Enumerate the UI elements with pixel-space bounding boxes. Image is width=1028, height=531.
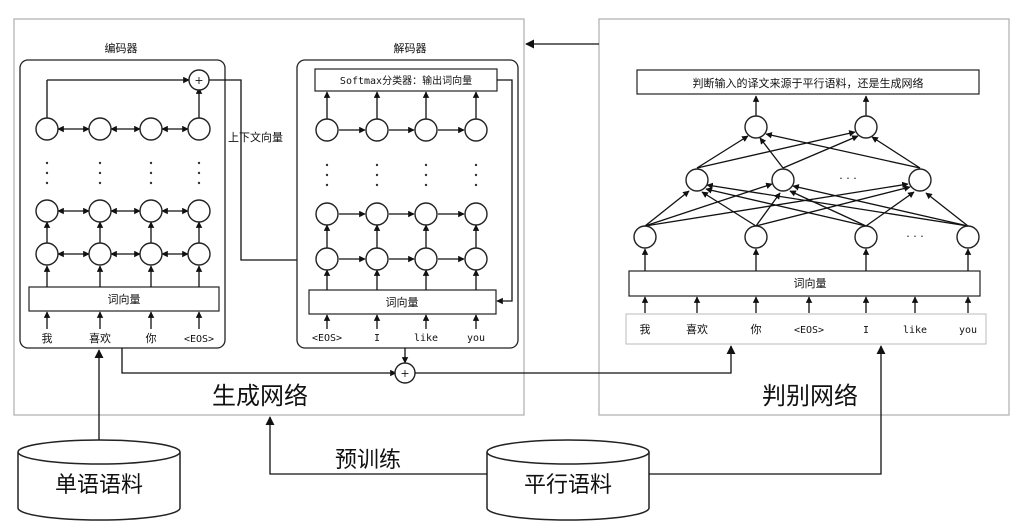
decoder-node — [414, 118, 438, 142]
encoder-inputs: 我 喜欢 你 <EOS> — [42, 331, 215, 345]
softmax-label: Softmax分类器：输出词向量 — [340, 74, 472, 87]
encoder-node — [187, 117, 211, 141]
mono-corpus-database: 单语语料 — [17, 439, 181, 521]
discriminator-embedding-bar — [628, 270, 981, 297]
decoder-vertical-ellipsis — [325, 163, 478, 187]
decoder-title: 解码器 — [394, 41, 427, 55]
encoder-node — [139, 242, 163, 266]
parallel-corpus-database: 平行语料 — [486, 439, 650, 521]
encoder-title: 编码器 — [105, 41, 138, 55]
encoder-node — [35, 242, 59, 266]
encoder-node — [35, 117, 59, 141]
mono-corpus-label: 单语语料 — [55, 473, 143, 498]
discriminator-node — [633, 225, 657, 249]
encoder-embedding-bar — [28, 286, 220, 312]
encoder-node — [88, 199, 112, 223]
encoder-vertical-ellipsis — [45, 161, 201, 185]
discriminator-node — [771, 168, 795, 192]
encoder-input: <EOS> — [184, 334, 214, 345]
decoder-node — [365, 247, 389, 271]
context-vector-label: 上下文向量 — [228, 130, 283, 144]
decoder-node — [464, 202, 488, 226]
generator-to-discriminator-arrow — [415, 345, 736, 374]
decoder-node — [464, 247, 488, 271]
discriminator-ellipsis: · · · — [906, 230, 923, 243]
discriminator-input: 喜欢 — [686, 322, 708, 336]
encoder-node — [88, 117, 112, 141]
decoder-input: you — [467, 333, 485, 344]
encoder-embedding-label: 词向量 — [108, 292, 141, 306]
context-vector-arrow — [209, 79, 311, 265]
discriminator-input-strip — [625, 313, 987, 345]
parallel-corpus-label: 平行语料 — [524, 473, 612, 498]
decoder-node — [315, 247, 339, 271]
discriminator-input: I — [863, 325, 869, 336]
discriminator-node — [685, 168, 709, 192]
discriminator-node — [908, 168, 932, 192]
encoder-node — [88, 242, 112, 266]
generator-title: 生成网络 — [212, 382, 308, 410]
decoder-node — [414, 247, 438, 271]
discriminator-title: 判别网络 — [762, 382, 858, 410]
discriminator-embedding-label: 词向量 — [794, 276, 827, 290]
discriminator-node — [744, 225, 768, 249]
decoder-node — [315, 118, 339, 142]
parallel-corpus-to-discriminator-arrow — [649, 345, 886, 475]
discriminator-output-box — [636, 69, 980, 95]
discriminator-network: · · · · · · — [633, 95, 980, 271]
encoder-node — [187, 242, 211, 266]
decoder-embedding-label: 词向量 — [386, 295, 419, 309]
encoder-node — [35, 199, 59, 223]
decoder-node — [464, 118, 488, 142]
discriminator-inputs: 我 喜欢 你 <EOS> I like you — [640, 322, 978, 336]
pretrain-label: 预训练 — [335, 448, 401, 473]
softmax-feedback-arrow — [496, 79, 513, 305]
encoder-input-line — [121, 348, 397, 377]
decoder-node — [365, 202, 389, 226]
encoder-rnn: + — [35, 69, 211, 329]
decoder-inputs: <EOS> I like you — [312, 333, 485, 344]
discriminator-input: you — [959, 325, 977, 336]
encoder-input: 我 — [42, 332, 53, 345]
discriminator-output-label: 判断输入的译文来源于平行语料，还是生成网络 — [693, 76, 924, 90]
discriminator-node — [744, 115, 768, 139]
generator-sum-symbol: + — [400, 367, 409, 380]
discriminator-input: 我 — [640, 323, 651, 336]
discriminator-ellipsis: · · · — [839, 172, 856, 185]
discriminator-input-arrows — [641, 296, 972, 313]
discriminator-input: <EOS> — [794, 325, 824, 336]
decoder-input: I — [374, 333, 380, 344]
encoder-node — [187, 199, 211, 223]
decoder-input: <EOS> — [312, 333, 342, 344]
discriminator-input: 你 — [751, 323, 762, 336]
discriminator-node — [854, 225, 878, 249]
decoder-node — [414, 202, 438, 226]
encoder-input: 喜欢 — [89, 331, 111, 345]
encoder-node — [139, 199, 163, 223]
decoder-input: like — [414, 333, 438, 344]
decoder-node — [315, 202, 339, 226]
encoder-node — [139, 117, 163, 141]
pretrain-arrow — [265, 416, 487, 475]
encoder-sum-symbol: + — [194, 74, 203, 87]
decoder-embedding-bar — [308, 289, 497, 315]
encoder-input: 你 — [146, 332, 157, 345]
discriminator-node — [854, 115, 878, 139]
discriminator-input: like — [903, 325, 927, 336]
discriminator-node — [956, 225, 980, 249]
decoder-rnn — [315, 91, 488, 329]
decoder-node — [365, 118, 389, 142]
